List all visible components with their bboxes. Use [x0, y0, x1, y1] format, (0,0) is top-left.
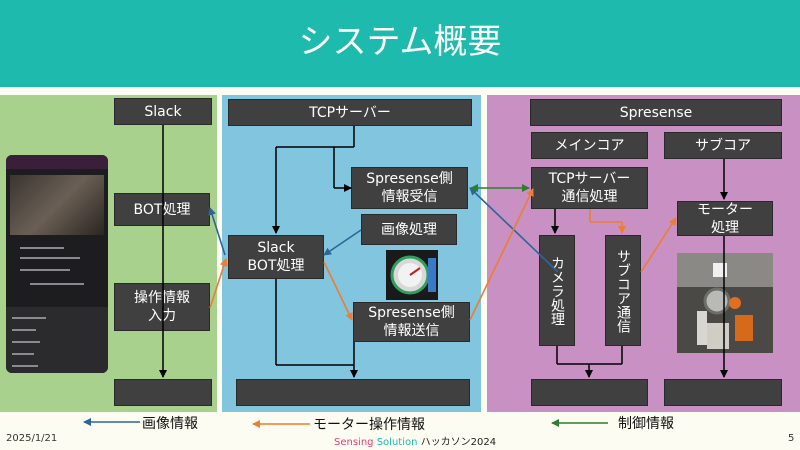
spresense-receive: Spresense側 情報受信 [351, 167, 468, 209]
footer-event-hackathon: ハッカソン2024 [420, 437, 497, 448]
tcp-server-header: TCPサーバー [228, 99, 472, 126]
operation-input: 操作情報 入力 [114, 283, 210, 331]
spresense-send: Spresense側 情報送信 [353, 302, 470, 342]
tcp-comm-process: TCPサーバー 通信処理 [531, 167, 648, 209]
legend-image-info: 画像情報 [142, 416, 198, 432]
dial-image [386, 250, 438, 300]
spresense-header: Spresense [530, 99, 782, 126]
motor-process: モーター 処理 [677, 201, 773, 236]
sub-core-header: サブコア [664, 132, 782, 159]
main-core-header: メインコア [531, 132, 648, 159]
subcore-comm: サブコア通信 [605, 235, 641, 346]
camera-process: カメラ処理 [539, 235, 575, 346]
sub-core-bottom-bar [664, 379, 782, 406]
footer-event: Sensing Solution ハッカソン2024 [334, 433, 496, 448]
slack-header: Slack [114, 98, 212, 125]
image-process: 画像処理 [361, 214, 457, 245]
footer-event-solution: Solution [376, 437, 418, 448]
page-number: 5 [788, 433, 795, 444]
footer-event-sensing: Sensing [334, 437, 374, 448]
slack-bot-server: Slack BOT処理 [228, 235, 324, 279]
legend-control-info: 制御情報 [618, 416, 674, 432]
title-bar [0, 0, 800, 87]
tcp-bottom-bar [236, 379, 470, 406]
legend-motor-info: モーター操作情報 [313, 417, 425, 433]
slack-phone-screenshot [6, 155, 108, 373]
slack-bot-process: BOT処理 [114, 193, 210, 226]
slide-title: システム概要 [298, 22, 502, 62]
footer-date: 2025/1/21 [6, 433, 58, 444]
slack-bottom-bar [114, 379, 212, 406]
motor-device-photo [677, 253, 773, 353]
main-core-bottom-bar [531, 379, 648, 406]
